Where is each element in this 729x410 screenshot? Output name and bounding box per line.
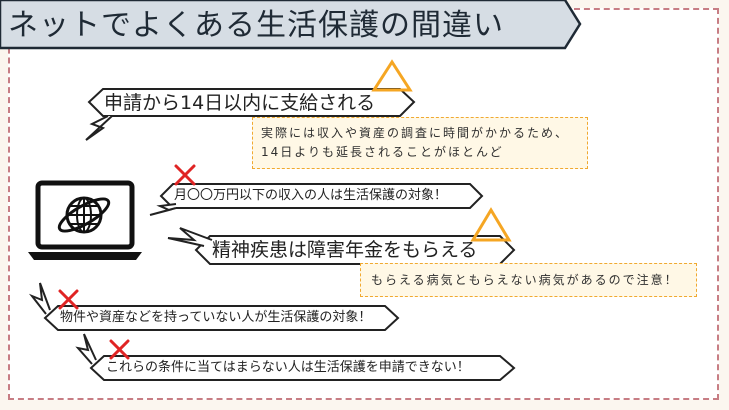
speech-bubble-4 [43, 305, 400, 331]
speech-bubble-3-tail [167, 227, 213, 247]
cross-mark-icon [58, 289, 79, 310]
cross-mark-icon [109, 339, 130, 360]
speech-bubble-1-tail [85, 115, 113, 141]
speech-bubble-5 [89, 355, 516, 381]
note-line: もらえる病気ともらえない病気があるので注意！ [371, 273, 679, 287]
speech-bubble-2 [159, 183, 484, 209]
page-title: ネットでよくある生活保護の間違い [8, 8, 504, 43]
speech-bubble-4-tail [28, 282, 51, 315]
triangle-mark-icon [470, 207, 512, 242]
note-box-1: 実際には収入や資産の調査に時間がかかるため、 14日よりも延長されることがほとん… [252, 117, 588, 169]
note-box-2: もらえる病気ともらえない病気があるので注意！ [360, 263, 697, 297]
note-line: 14日よりも延長されることがほとんど [261, 145, 504, 159]
note-line: 実際には収入や資産の調査に時間がかかるため、 [261, 126, 570, 140]
myth-text-3: 精神疾患は障害年金をもらえる [212, 239, 478, 261]
myth-text-1: 申請から14日以内に支給される [104, 92, 376, 114]
myth-text-2: 月〇〇万円以下の収入の人は生活保護の対象！ [174, 188, 448, 203]
laptop-globe-icon [28, 180, 142, 260]
speech-bubble-5-tail [75, 333, 97, 365]
title-banner [0, 0, 582, 50]
myth-text-5: これらの条件に当てはまらない人は生活保護を申請できない！ [106, 360, 470, 375]
myth-text-4: 物件や資産などを持っていない人が生活保護の対象！ [60, 310, 372, 325]
cross-mark-icon [174, 164, 196, 186]
triangle-mark-icon [371, 59, 413, 92]
speech-bubble-2-tail [149, 203, 177, 216]
